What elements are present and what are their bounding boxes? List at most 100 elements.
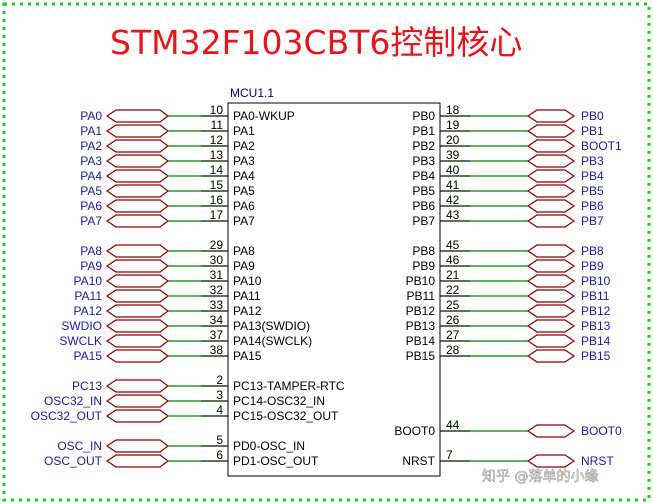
pin-number-29: 29 [210,238,224,252]
pin-number-41: 41 [446,178,460,192]
pin-name-pb12: PB12 [406,304,436,318]
pin-name-pa15: PA15 [233,349,262,363]
pin-number-2: 2 [216,373,223,387]
net-port-pa5 [105,184,169,198]
pin-name-pb2: PB2 [412,139,435,153]
net-label-swclk: SWCLK [59,334,102,348]
net-port-pb12 [526,304,576,318]
pin-name-nrst: NRST [402,454,435,468]
pin-name-pa14-swclk: PA14(SWCLK) [233,334,312,348]
pin-name-pa12: PA12 [233,304,262,318]
net-label-pb5: PB5 [581,184,604,198]
mcu-body [227,102,441,477]
net-label-pa7: PA7 [80,214,102,228]
net-port-pa12 [105,304,169,318]
pin-name-pa9: PA9 [233,259,255,273]
net-port-pa15 [105,349,169,363]
pin-number-25: 25 [446,298,460,312]
pin-name-pa8: PA8 [233,244,255,258]
pin-number-27: 27 [446,328,460,342]
pin-number-3: 3 [216,388,223,402]
net-port-pa8 [105,244,169,258]
pin-number-21: 21 [446,268,460,282]
pin-number-33: 33 [210,298,224,312]
pin-name-pc15-osc32-out: PC15-OSC32_OUT [233,409,339,423]
pin-name-pb11: PB11 [407,289,436,303]
net-label-pb13: PB13 [581,319,611,333]
net-label-pb0: PB0 [581,109,604,123]
net-label-osc32-in: OSC32_IN [44,394,102,408]
net-label-osc-in: OSC_IN [57,439,102,453]
net-port-pa10 [105,274,169,288]
pin-number-12: 12 [210,133,224,147]
net-port-pa7 [105,214,169,228]
net-label-pb1: PB1 [581,124,604,138]
pin-name-pc13-tamper-rtc: PC13-TAMPER-RTC [233,379,345,393]
net-label-pa3: PA3 [80,154,102,168]
pin-number-4: 4 [216,403,223,417]
net-port-boot1 [526,139,576,153]
net-port-pa11 [105,289,169,303]
net-label-pa6: PA6 [80,199,102,213]
pin-number-46: 46 [446,253,460,267]
right-pin-group: PB018PB0PB119PB1BOOT120PB2PB339PB3PB440P… [394,103,622,468]
pin-name-pa6: PA6 [233,199,255,213]
pin-number-30: 30 [210,253,224,267]
pin-name-pa1: PA1 [233,124,255,138]
net-port-pb13 [526,319,576,333]
net-port-osc32-out [105,409,169,423]
pin-number-42: 42 [446,193,460,207]
net-port-osc-out [105,454,169,468]
pin-number-10: 10 [210,103,224,117]
pin-number-11: 11 [211,118,224,132]
net-label-pa12: PA12 [74,304,103,318]
net-port-pb7 [526,214,576,228]
pin-name-pb5: PB5 [412,184,435,198]
net-label-pc13: PC13 [72,379,102,393]
pin-name-pb4: PB4 [412,169,435,183]
net-label-pb14: PB14 [581,334,611,348]
pin-number-44: 44 [446,418,460,432]
pin-number-5: 5 [216,433,223,447]
pin-name-pa10: PA10 [233,274,262,288]
net-port-pb3 [526,154,576,168]
net-label-boot0: BOOT0 [581,424,622,438]
net-label-pa15: PA15 [74,349,103,363]
net-label-pb7: PB7 [581,214,604,228]
net-port-osc-in [105,439,169,453]
net-label-pb6: PB6 [581,199,604,213]
net-port-pa4 [105,169,169,183]
net-label-pb10: PB10 [581,274,611,288]
net-port-pa9 [105,259,169,273]
pin-number-16: 16 [210,193,224,207]
watermark-text: 知乎 @落单的小缘 [482,468,598,485]
pin-number-38: 38 [210,343,224,357]
pin-number-19: 19 [446,118,460,132]
pin-number-43: 43 [446,208,460,222]
net-port-nrst [526,454,576,468]
pin-number-13: 13 [210,148,224,162]
pin-name-pb6: PB6 [412,199,435,213]
net-port-pa2 [105,139,169,153]
net-label-boot1: BOOT1 [581,139,622,153]
pin-number-45: 45 [446,238,460,252]
net-port-pb15 [526,349,576,363]
pin-name-pa0-wkup: PA0-WKUP [233,109,295,123]
pin-name-pb1: PB1 [412,124,435,138]
pin-number-40: 40 [446,163,460,177]
pin-number-32: 32 [210,283,224,297]
pin-name-pa11: PA11 [233,289,261,303]
net-port-pb10 [526,274,576,288]
pin-name-boot0: BOOT0 [394,424,435,438]
net-port-pb0 [526,109,576,123]
pin-name-pb13: PB13 [406,319,436,333]
net-label-nrst: NRST [581,454,614,468]
net-port-pb5 [526,184,576,198]
net-label-pa11: PA11 [74,289,102,303]
pin-name-pb14: PB14 [406,334,436,348]
pin-number-17: 17 [210,208,224,222]
net-port-swclk [105,334,169,348]
net-port-pb9 [526,259,576,273]
